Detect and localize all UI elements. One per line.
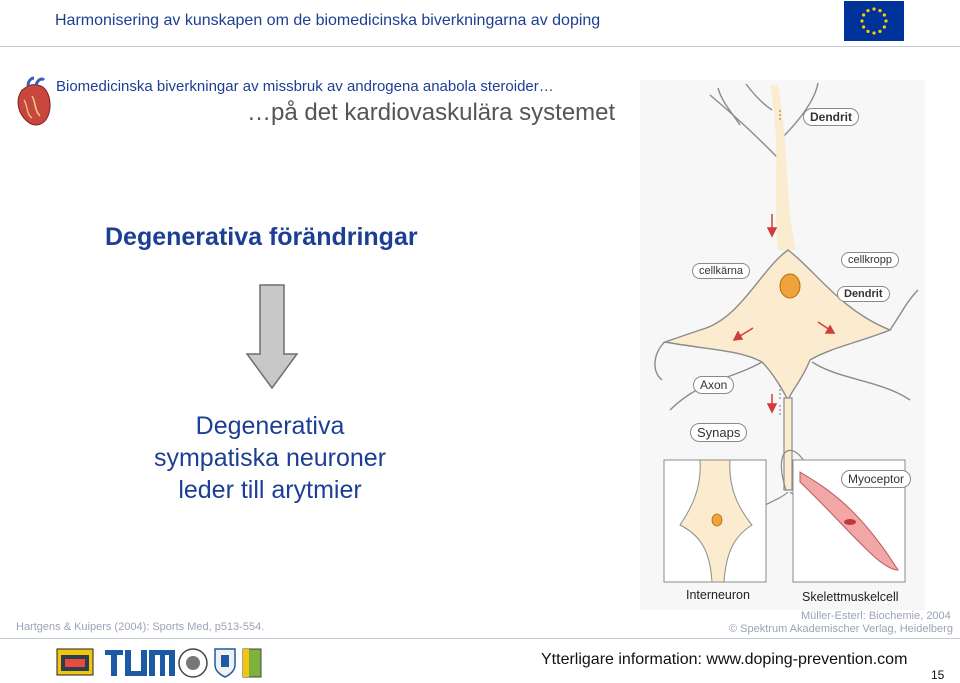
eu-star-icon (882, 13, 886, 17)
body-line: leder till arytmier (178, 476, 362, 504)
label-skelettmuskelcell: Skelettmuskelcell (802, 590, 899, 604)
eu-star-icon (882, 25, 886, 29)
neuron-drawing (640, 80, 925, 610)
eu-star-icon (866, 29, 870, 33)
eu-star-icon (862, 13, 866, 17)
label-dendrit-mid: Dendrit (837, 286, 890, 302)
eu-star-icon (872, 7, 876, 11)
page-number: 15 (931, 668, 945, 682)
eu-flag-icon (844, 1, 904, 41)
eu-star-icon (878, 29, 882, 33)
label-myoceptor: Myoceptor (841, 470, 912, 488)
header-title: Harmonisering av kunskapen om de biomedi… (55, 12, 601, 29)
crest-logo (56, 648, 94, 676)
body-line: Degenerativa (195, 412, 345, 440)
section-title: …på det kardiovaskulära systemet (247, 99, 616, 126)
reference-citation: Hartgens & Kuipers (2004): Sports Med, p… (16, 621, 265, 633)
eu-star-icon (872, 31, 876, 35)
label-axon: Axon (693, 376, 735, 394)
tum-logo (105, 650, 175, 676)
neuron-figure: Dendrit cellkärna cellkropp Dendrit Axon… (640, 80, 925, 610)
label-interneuron: Interneuron (686, 588, 750, 602)
footer-info: Ytterligare information: www.doping-prev… (541, 651, 908, 668)
label-cellkropp: cellkropp (841, 252, 900, 268)
figure-credit-line1: Müller-Esterl: Biochemie, 2004 (801, 610, 951, 622)
eu-star-icon (860, 19, 864, 23)
degenerative-title: Degenerativa förändringar (105, 223, 418, 251)
partner-logos (56, 648, 262, 678)
body-line: sympatiska neuroner (153, 444, 387, 472)
label-synaps: Synaps (690, 423, 748, 442)
down-arrow-icon (246, 284, 298, 390)
shield-logo (214, 648, 236, 678)
slide-subtitle: Biomedicinska biverkningar av missbruk a… (56, 78, 554, 95)
eu-star-icon (878, 9, 882, 13)
figure-credit-line2: © Spektrum Akademischer Verlag, Heidelbe… (729, 623, 953, 635)
body-text: Degenerativa sympatiska neuroner leder t… (120, 410, 420, 506)
university-seal-logo (178, 648, 208, 678)
label-cellkarna: cellkärna (692, 263, 751, 279)
header-divider (0, 46, 960, 47)
label-dendrit-top: Dendrit (803, 108, 859, 126)
heart-icon (17, 76, 51, 126)
footer-divider (0, 638, 960, 639)
eu-star-icon (862, 25, 866, 29)
eu-star-icon (866, 9, 870, 13)
eu-star-icon (884, 19, 888, 23)
flag-logo (242, 648, 262, 678)
